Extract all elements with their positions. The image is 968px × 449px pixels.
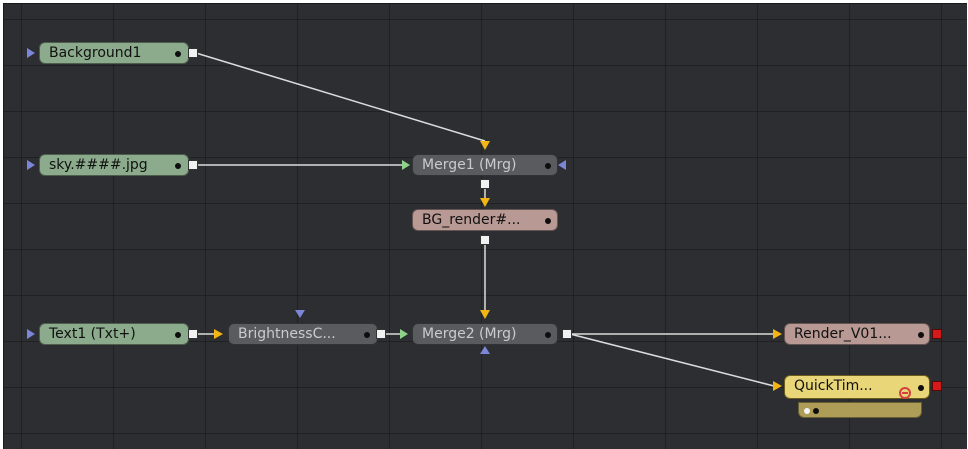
node-merge2[interactable]: Merge2 (Mrg) xyxy=(412,323,558,345)
background1-output-port[interactable] xyxy=(188,48,198,58)
node-quicktime[interactable]: QuickTim... xyxy=(784,375,930,399)
brightness-mask-input[interactable] xyxy=(295,310,305,318)
quicktime-subpanel-white-dot[interactable] xyxy=(804,408,810,414)
bg-render-input[interactable] xyxy=(480,198,490,207)
render-v01-output-port[interactable] xyxy=(932,329,942,339)
merge1-foreground-input[interactable] xyxy=(402,160,410,170)
quicktime-subpanel[interactable] xyxy=(798,402,922,418)
node-bg-render-view-dot[interactable] xyxy=(545,218,551,224)
node-background1-view-dot[interactable] xyxy=(175,51,181,57)
bg-render-output-port[interactable] xyxy=(480,235,490,245)
background1-input-arrow[interactable] xyxy=(27,48,35,58)
node-bg-render[interactable]: BG_render#... xyxy=(412,209,558,231)
wire-merge2-quicktime[interactable] xyxy=(569,333,775,387)
text1-input-arrow[interactable] xyxy=(27,329,35,339)
brightness-input-arrow[interactable] xyxy=(214,329,223,339)
node-text1-label: Text1 (Txt+) xyxy=(49,326,136,342)
merge2-output-port[interactable] xyxy=(562,329,572,339)
node-text1-view-dot[interactable] xyxy=(175,332,181,338)
node-render-v01[interactable]: Render_V01... xyxy=(784,323,930,345)
node-text1[interactable]: Text1 (Txt+) xyxy=(39,323,189,345)
quicktime-subpanel-black-dot[interactable] xyxy=(813,408,819,414)
flow-view[interactable]: Background1 sky.####.jpg Merge1 (Mrg) BG… xyxy=(3,3,967,449)
node-brightness-view-dot[interactable] xyxy=(364,332,370,338)
node-sky-view-dot[interactable] xyxy=(175,163,181,169)
node-merge1[interactable]: Merge1 (Mrg) xyxy=(412,154,558,176)
merge2-mask-input[interactable] xyxy=(480,346,490,354)
node-sky[interactable]: sky.####.jpg xyxy=(39,154,189,176)
quicktime-input[interactable] xyxy=(773,381,782,391)
node-brightness-label: BrightnessC... xyxy=(238,326,336,342)
text1-output-port[interactable] xyxy=(188,329,198,339)
render-v01-input[interactable] xyxy=(773,329,782,339)
connection-wires xyxy=(195,52,775,387)
merge1-background-input[interactable] xyxy=(480,141,490,150)
node-bg-render-label: BG_render#... xyxy=(422,212,521,228)
node-merge1-label: Merge1 (Mrg) xyxy=(422,157,517,173)
merge1-mask-input[interactable] xyxy=(558,160,566,170)
merge2-foreground-input[interactable] xyxy=(400,329,408,339)
brightness-output-port[interactable] xyxy=(376,329,386,339)
node-merge1-view-dot[interactable] xyxy=(545,163,551,169)
node-merge2-label: Merge2 (Mrg) xyxy=(422,326,517,342)
merge2-background-input[interactable] xyxy=(480,310,490,319)
node-quicktime-view-dot[interactable] xyxy=(918,385,924,391)
sky-input-arrow[interactable] xyxy=(27,160,35,170)
minus-circle-icon[interactable] xyxy=(899,387,911,399)
wire-background1-merge1[interactable] xyxy=(195,52,486,142)
node-merge2-view-dot[interactable] xyxy=(545,332,551,338)
node-background1[interactable]: Background1 xyxy=(39,42,189,64)
merge1-output-port[interactable] xyxy=(480,179,490,189)
node-render-v01-label: Render_V01... xyxy=(794,326,892,342)
node-brightness[interactable]: BrightnessC... xyxy=(228,323,378,345)
node-quicktime-label: QuickTim... xyxy=(794,378,873,394)
quicktime-output-port[interactable] xyxy=(932,381,942,391)
sky-output-port[interactable] xyxy=(188,160,198,170)
node-render-v01-view-dot[interactable] xyxy=(918,332,924,338)
node-sky-label: sky.####.jpg xyxy=(49,157,148,173)
node-background1-label: Background1 xyxy=(49,45,142,61)
